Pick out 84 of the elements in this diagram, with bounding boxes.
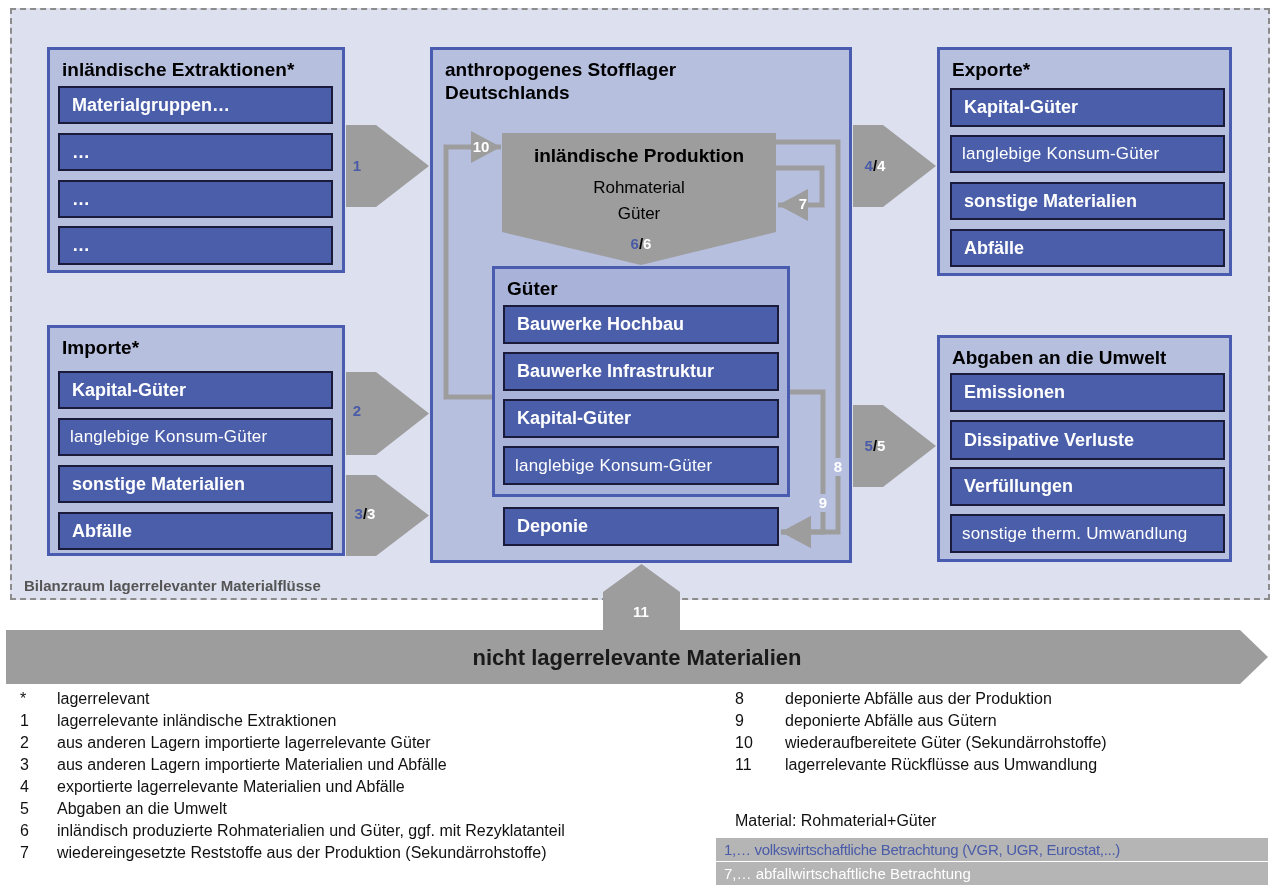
key-description: aus anderen Lagern importierte lagerrelevante Güter [57,734,431,752]
category-box: langlebige Konsum-Güter [58,418,333,456]
connector-arrow [781,389,826,548]
key-description: wiederaufbereitete Güter (Sekundärrohstoffe) [785,734,1107,752]
group-heading: Güter [507,277,558,300]
chevron-arrow [346,372,429,455]
connector-arrow [443,131,501,400]
key-description: inländisch produzierte Rohmaterialien und Güter, ggf. mit Rezyklatanteil [57,822,565,840]
group-heading: Exporte* [952,58,1031,81]
chevron-arrow [853,125,936,207]
category-box: Kapital-Güter [503,399,779,438]
category-box: Emissionen [950,373,1225,412]
key-description: wiedereingesetzte Reststoffe aus der Produktion (Sekundärrohstoffe) [57,844,547,862]
edge-label: 2 [352,403,362,419]
edge-label: 7 [798,196,808,212]
group-panel [937,335,1232,562]
key-number: 8 [735,690,744,708]
key-number: 1 [20,712,29,730]
category-box: Abfälle [58,512,333,550]
category-box: Materialgruppen… [58,86,333,124]
group-heading: Abgaben an die Umwelt [952,346,1167,369]
legend-entry: 7,… abfallwirtschaftliche Betrachtung [716,862,1268,885]
edge-label: 1 [352,158,362,174]
key-description: exportierte lagerrelevante Materialien und Abfälle [57,778,405,796]
chevron-arrow [853,405,936,487]
funnel-arrow [502,232,776,265]
category-box: Kapital-Güter [58,371,333,409]
key-description: aus anderen Lagern importierte Materialien und Abfälle [57,756,447,774]
key-number: 10 [735,734,753,752]
edge-label: 4/4 [864,158,886,174]
category-box: Deponie [503,507,779,546]
legend-entry: 1,… volkswirtschaftliche Betrachtung (VGR, UGR, Eurostat,...) [716,838,1268,861]
key-number: 7 [20,844,29,862]
edge-label: 9 [816,494,830,512]
edge-label: 8 [831,458,845,476]
key-number: * [20,690,27,708]
boundary-label: Bilanzraum lagerrelevanter Materialflüsse [24,577,321,594]
group-panel [492,266,790,497]
edge-label: 10 [472,139,490,155]
category-box: Abfälle [950,229,1225,267]
category-box: Bauwerke Hochbau [503,305,779,344]
chevron-arrow [346,125,429,207]
group-panel [430,47,852,563]
production-text: Rohmaterial Güter [592,177,686,225]
category-box: Dissipative Verluste [950,420,1225,460]
key-number: 11 [735,756,752,774]
edge-label: 5/5 [864,438,886,454]
key-description: lagerrelevante Rückflüsse aus Umwandlung [785,756,1098,774]
category-box: langlebige Konsum-Güter [503,446,779,485]
category-box: … [58,133,333,171]
key-description: Abgaben an die Umwelt [57,800,227,818]
category-box: Kapital-Güter [950,88,1225,127]
boundary-area [10,8,1270,600]
group-heading: inländische Extraktionen* [62,58,295,81]
category-box: Verfüllungen [950,467,1225,506]
category-box: Bauwerke Infrastruktur [503,352,779,391]
group-heading: Importe* [62,336,140,359]
group-heading: anthropogenes Stofflager Deutschlands [445,58,678,104]
category-box: sonstige therm. Umwandlung [950,514,1225,553]
key-number: 4 [20,778,29,796]
key-description: lagerrelevante inländische Extraktionen [57,712,337,730]
note-text: Material: Rohmaterial+Güter [735,812,937,830]
connector-arrow [776,165,825,221]
edge-label: 6/6 [630,236,652,252]
category-box: … [58,180,333,218]
category-box: sonstige Materialien [58,465,333,503]
group-panel [937,47,1232,276]
category-box: langlebige Konsum-Güter [950,135,1225,173]
key-number: 9 [735,712,744,730]
group-panel [47,325,345,556]
category-box: … [58,226,333,265]
key-number: 2 [20,734,29,752]
edge-label: 11 [633,604,649,620]
group-panel [47,47,345,273]
category-box: sonstige Materialien [950,182,1225,220]
edge-label: 3/3 [354,506,376,522]
key-number: 3 [20,756,29,774]
chevron-arrow [346,475,429,556]
chevron-arrow [603,564,680,630]
key-number: 6 [20,822,29,840]
production-heading: inländische Produktion [532,145,746,167]
key-number: 5 [20,800,29,818]
key-description: deponierte Abfälle aus Gütern [785,712,997,730]
band-title: nicht lagerrelevante Materialien [471,645,803,671]
